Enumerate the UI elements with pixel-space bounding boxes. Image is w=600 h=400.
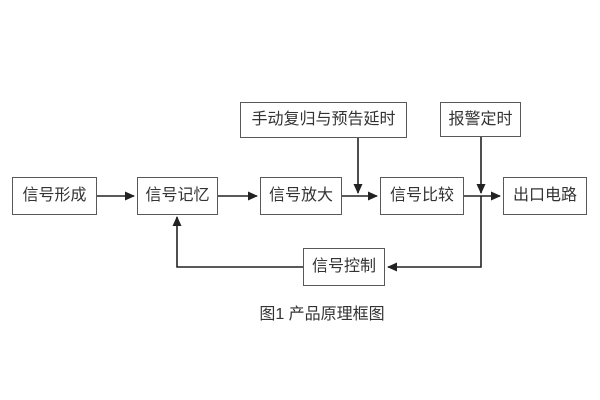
node-signal-memory: 信号记忆 (137, 177, 218, 215)
arrow-control-to-memory (172, 216, 303, 268)
node-signal-comparison: 信号比较 (380, 177, 464, 215)
node-manual-reset-delay: 手动复归与预告延时 (240, 102, 407, 138)
node-output-circuit: 出口电路 (503, 177, 587, 215)
node-alarm-timing: 报警定时 (440, 102, 521, 137)
figure-caption: 图1 产品原理框图 (259, 306, 385, 323)
arrow-branch-to-control (387, 196, 482, 272)
node-signal-amplification: 信号放大 (260, 177, 342, 215)
node-signal-formation: 信号形成 (12, 177, 97, 215)
node-signal-control: 信号控制 (303, 248, 385, 286)
